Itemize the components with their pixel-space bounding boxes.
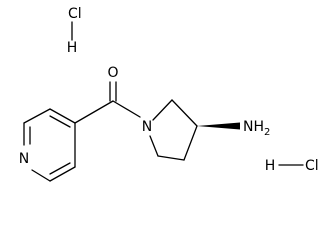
bond-pyr-c3-c2	[23, 108, 51, 124]
atom-h-top: H	[67, 40, 78, 56]
bond-pyr-c6-c5	[49, 166, 76, 182]
amine-subscript: 2	[264, 127, 270, 138]
structure-diagram: Cl H N O N NH2 H Cl	[19, 6, 319, 182]
bond-carbonyl-n	[112, 100, 141, 118]
wedge-bond-amine	[197, 122, 240, 130]
atom-n-pyridine: N	[19, 151, 29, 167]
bond-pyr-double-1	[49, 115, 71, 128]
atom-nh2: NH2	[243, 119, 270, 138]
bond-pyrr-n-c2	[152, 99, 173, 121]
bond-pyrr-c4-c5	[157, 155, 185, 161]
bond-pyrr-c5-n	[149, 135, 159, 157]
atom-n-pyrrolidine: N	[142, 119, 152, 135]
atom-h-bottom: H	[265, 158, 276, 174]
bond-pyrr-c2-c3	[171, 99, 198, 127]
atom-cl-top: Cl	[68, 6, 82, 22]
atom-o-carbonyl: O	[107, 65, 118, 81]
bond-pyr-double-3	[49, 162, 71, 175]
atom-cl-bottom: Cl	[305, 158, 319, 174]
bond-pyr-n-c6	[31, 169, 51, 182]
bond-pyrr-c3-c4	[183, 125, 198, 161]
bond-ring-carbonyl	[74, 100, 114, 124]
bond-pyr-c4-c3	[49, 108, 76, 124]
